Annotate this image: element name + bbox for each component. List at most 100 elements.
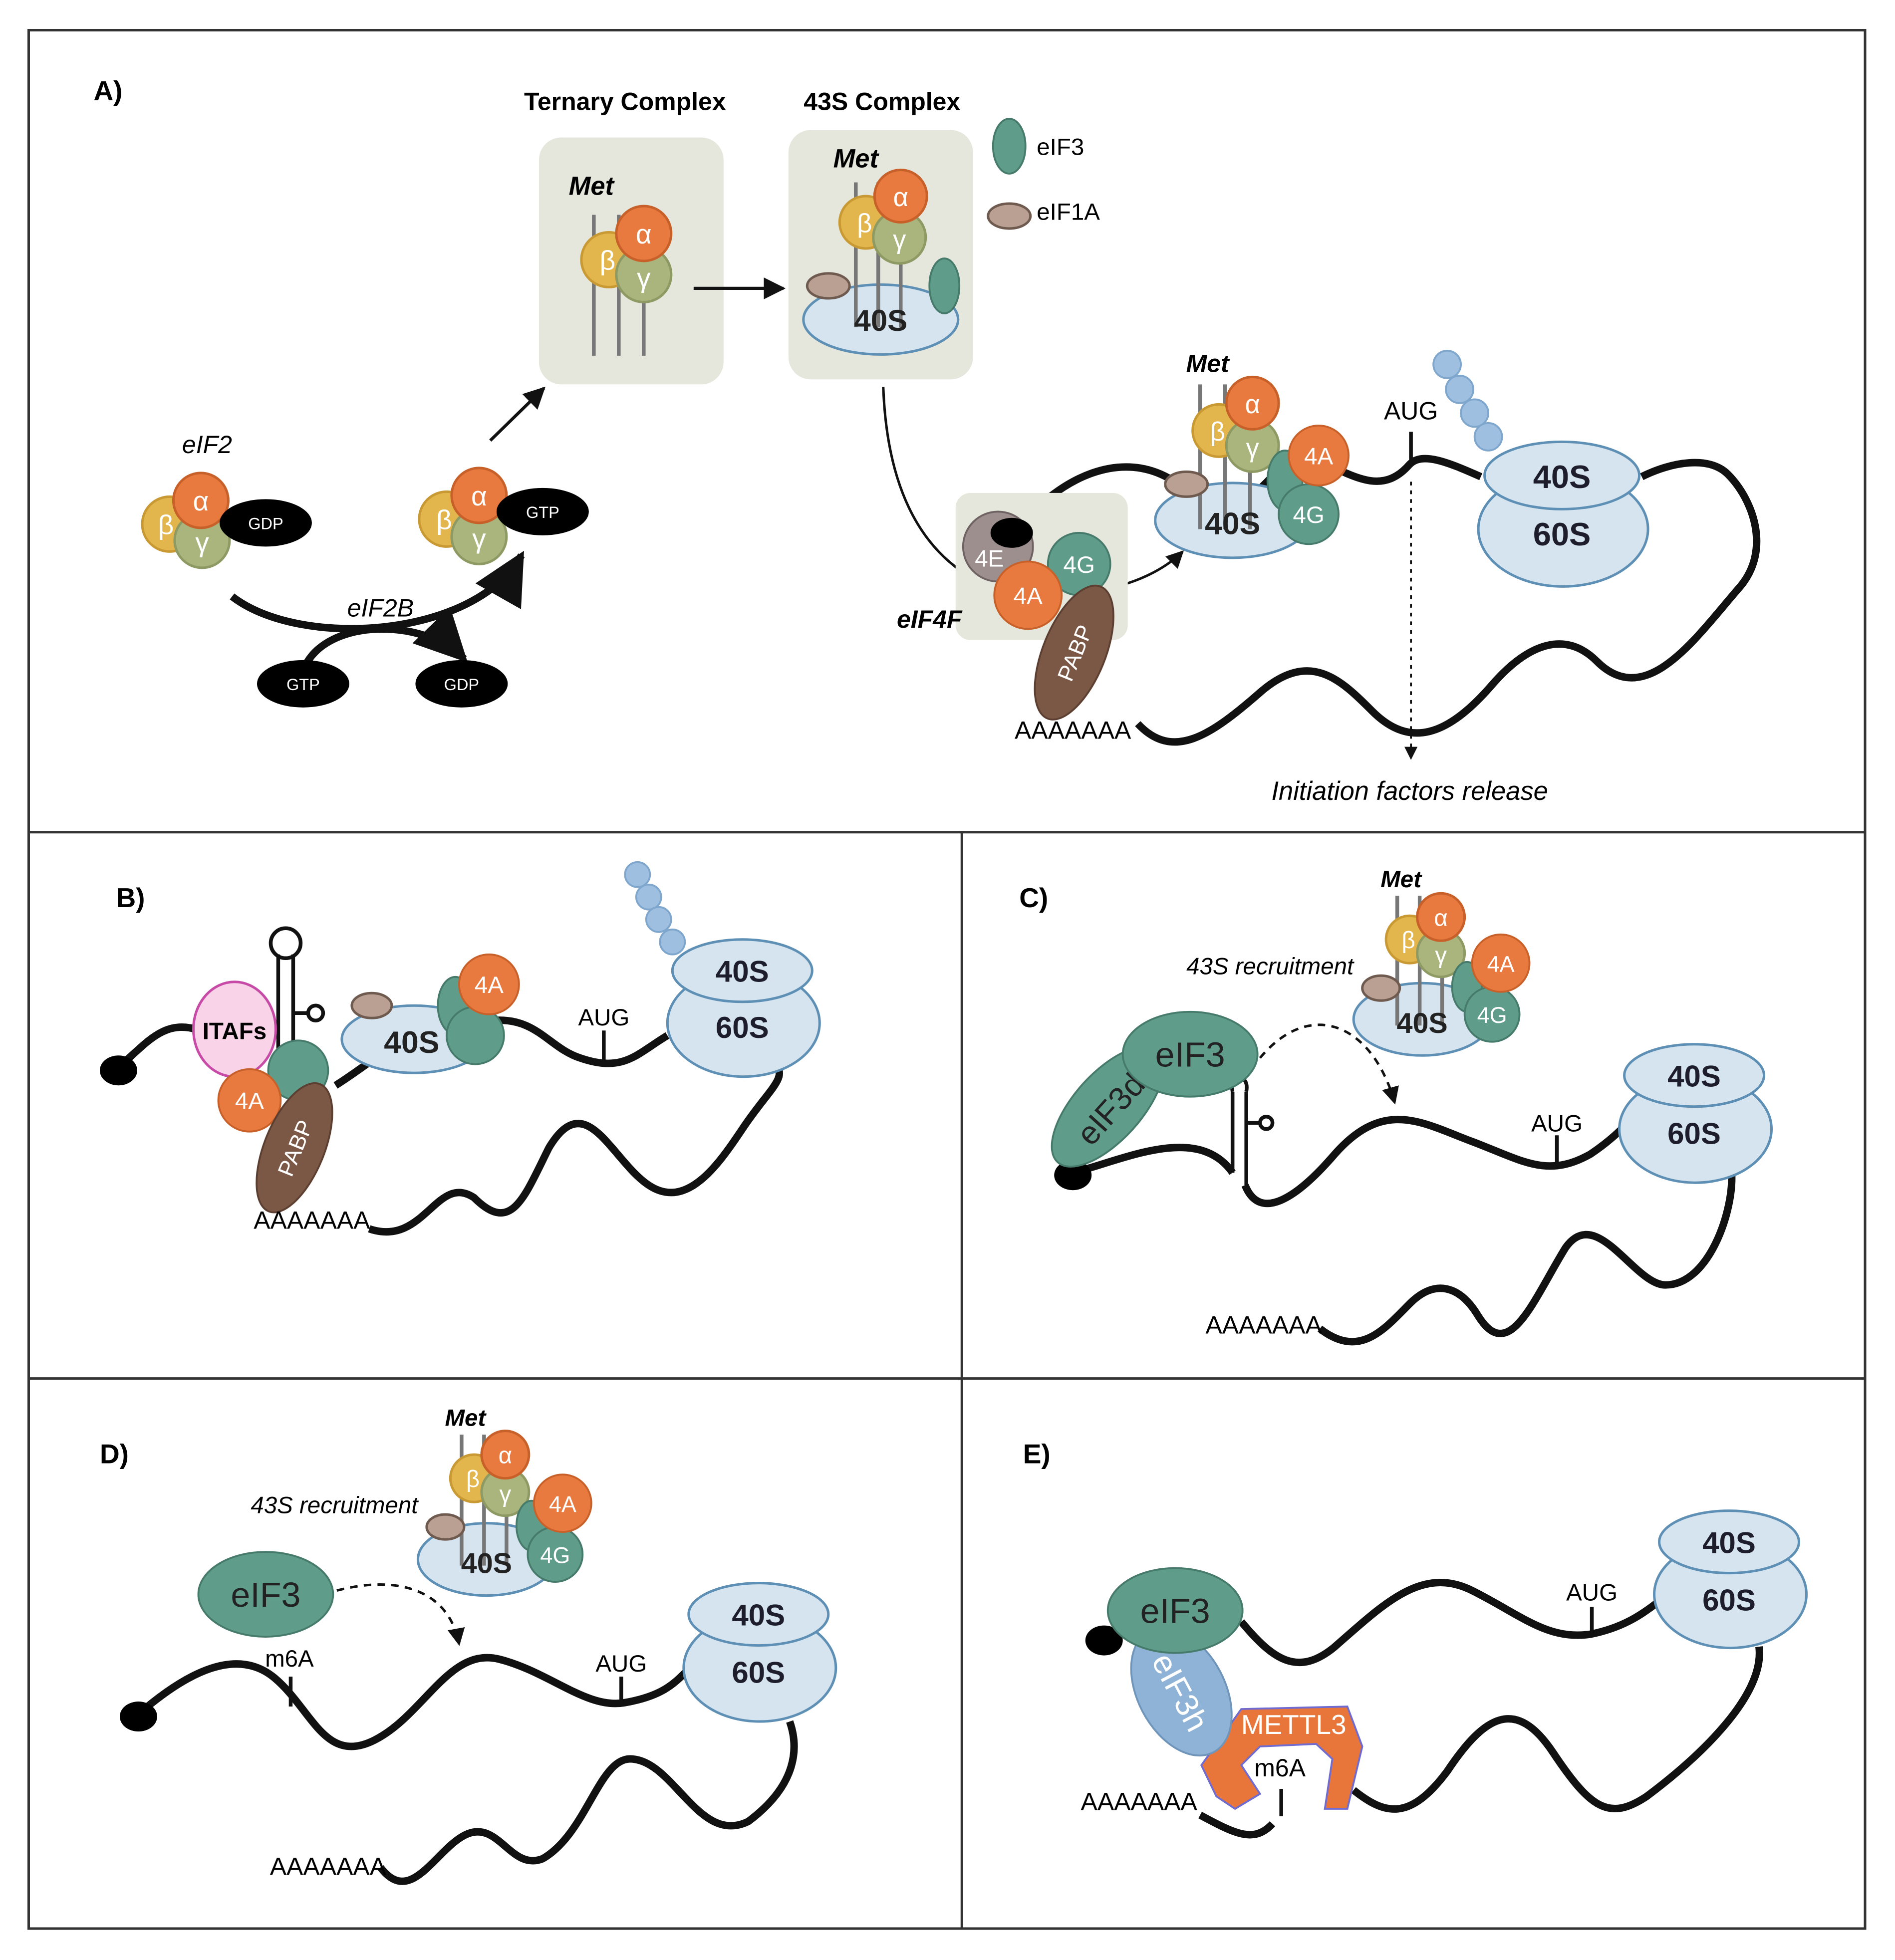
eif2-gtp-beta-label: β xyxy=(436,504,452,535)
scanning-alpha xyxy=(1225,375,1280,431)
eif2-gamma-label: γ xyxy=(195,526,209,557)
mettl3 xyxy=(1200,1706,1363,1810)
complex-c-eif1a xyxy=(1361,974,1401,1002)
scanning-b-4a xyxy=(458,953,520,1015)
complex-43s-met-label: Met xyxy=(833,144,880,173)
eif4a-b xyxy=(217,1068,282,1133)
ribosome-b-40s xyxy=(671,938,813,1003)
panel-e: E) METTL3 m6A eIF3h eIF3 AUG 40S 60S AAA… xyxy=(1023,1439,1808,1839)
scanning-40s-label: 40S xyxy=(1205,506,1260,541)
aug-a-label: AUG xyxy=(1384,397,1438,425)
release-label: Initiation factors release xyxy=(1271,776,1548,806)
ribosome-a-40s-label: 40S xyxy=(1533,459,1591,495)
polya-e-label: AAAAAAA xyxy=(1081,1788,1198,1816)
scanning-eif1a xyxy=(1164,470,1209,498)
eif3-c-label: eIF3 xyxy=(1155,1035,1225,1074)
complex-d-beta-label: β xyxy=(466,1466,480,1492)
cap-b xyxy=(99,1055,137,1086)
mrna-a-lower xyxy=(1135,459,1761,746)
eif2-gtp-alpha xyxy=(450,467,508,524)
panel-a-label: A) xyxy=(93,75,122,106)
legend-eif3-icon xyxy=(992,118,1027,175)
free-gtp xyxy=(257,660,349,708)
eif2-gtp-gtp xyxy=(496,488,589,535)
complex-c-4a-label: 4A xyxy=(1487,952,1515,977)
complex-c-gamma-label: γ xyxy=(1435,942,1447,969)
complex-43s-alpha-label: α xyxy=(893,183,908,212)
complex-43s-40s xyxy=(802,283,960,356)
scanning-beta-label: β xyxy=(1210,417,1225,447)
scanning-b-4g xyxy=(446,1005,505,1065)
panel-d-label: D) xyxy=(100,1439,129,1470)
eif4e-label: 4E xyxy=(975,545,1004,572)
aug-c-label: AUG xyxy=(1531,1111,1583,1137)
eif2-gdp-label: GDP xyxy=(248,514,283,532)
mrna-c-cap-link xyxy=(1072,1144,1236,1177)
m6a-e-label: m6A xyxy=(1254,1754,1306,1782)
panel-e-label: E) xyxy=(1023,1439,1051,1470)
pabp-b xyxy=(256,1082,333,1214)
ribosome-c-40s xyxy=(1623,1043,1766,1108)
free-gdp-label: GDP xyxy=(444,676,479,694)
eif2-beta-label: β xyxy=(158,509,174,540)
complex-43s-alpha xyxy=(873,168,928,224)
complex-c-met-label: Met xyxy=(1380,866,1422,893)
complex-d-alpha-label: α xyxy=(499,1443,512,1469)
scanning-4a xyxy=(1288,425,1350,487)
polya-c-label: AAAAAAA xyxy=(1205,1311,1322,1339)
eif2-alpha-label: α xyxy=(193,486,209,516)
complex-43s-eif1a xyxy=(806,272,851,300)
aug-d-label: AUG xyxy=(595,1651,647,1677)
complex-d-40s-label: 40S xyxy=(461,1548,512,1580)
legend-eif1a-icon xyxy=(987,202,1032,230)
ribosome-c-60s-label: 60S xyxy=(1667,1117,1721,1151)
recruit-arrow-d xyxy=(336,1583,465,1646)
complex-43s-beta-label: β xyxy=(857,209,872,238)
complex-c-alpha-label: α xyxy=(1434,905,1447,931)
ternary-alpha-label: α xyxy=(636,219,652,249)
complex-d-4a-label: 4A xyxy=(549,1491,576,1517)
eif3-e-label: eIF3 xyxy=(1140,1592,1210,1631)
scanning-b-eif1a xyxy=(350,991,393,1019)
mrna-b-lower xyxy=(368,1064,784,1236)
mrna-e-polya-link xyxy=(1198,1811,1276,1839)
ribosome-d-40s xyxy=(687,1582,830,1647)
ternary-alpha xyxy=(615,205,673,262)
eif4f-4a-label: 4A xyxy=(1014,583,1043,609)
ternary-met-label: Met xyxy=(569,171,615,201)
eif3-c xyxy=(1121,1010,1259,1098)
cap-a xyxy=(990,517,1033,548)
ribosome-a-40s xyxy=(1483,440,1641,510)
complex-d-4g-label: 4G xyxy=(540,1543,570,1568)
complex-c-alpha xyxy=(1416,892,1466,942)
mrna-c-lower xyxy=(1318,1172,1736,1346)
stem-loop-c xyxy=(1230,1076,1275,1186)
panel-a: A) Ternary Complex Met α β γ 43S Complex… xyxy=(93,75,1761,806)
complex-43s-40s-label: 40S xyxy=(854,304,907,337)
eif2b-label: eIF2B xyxy=(347,594,414,622)
cap-d xyxy=(119,1702,157,1732)
ribosome-c-40s-label: 40S xyxy=(1667,1060,1721,1093)
recruit-d-label: 43S recruitment xyxy=(251,1492,419,1519)
eif4a-b-label: 4A xyxy=(235,1088,264,1115)
mrna-d-lower xyxy=(377,1720,798,1885)
ribosome-a-60s-label: 60S xyxy=(1533,516,1591,552)
ribosome-d-40s-label: 40S xyxy=(732,1599,785,1632)
complex-43s-gamma-label: γ xyxy=(893,225,906,254)
recruit-c-label: 43S recruitment xyxy=(1186,954,1354,980)
eif2-gtp-gamma-label: γ xyxy=(472,523,486,554)
complex-d-4a xyxy=(533,1473,592,1533)
pabp-a xyxy=(1034,584,1114,721)
complex-43s-eif3 xyxy=(928,257,961,314)
outer-border xyxy=(27,29,1867,1930)
eif2-to-ternary-arrow xyxy=(489,386,545,442)
free-gtp-label: GTP xyxy=(286,676,320,694)
ternary-gamma-label: γ xyxy=(637,262,651,293)
scanning-gamma-label: γ xyxy=(1246,433,1260,463)
eif4f-4g-label: 4G xyxy=(1064,552,1095,578)
panel-borders xyxy=(27,29,1867,1930)
m6a-d-label: m6A xyxy=(265,1646,314,1672)
complex-43s-title: 43S Complex xyxy=(804,87,960,115)
ribosome-e-40s xyxy=(1658,1509,1801,1575)
